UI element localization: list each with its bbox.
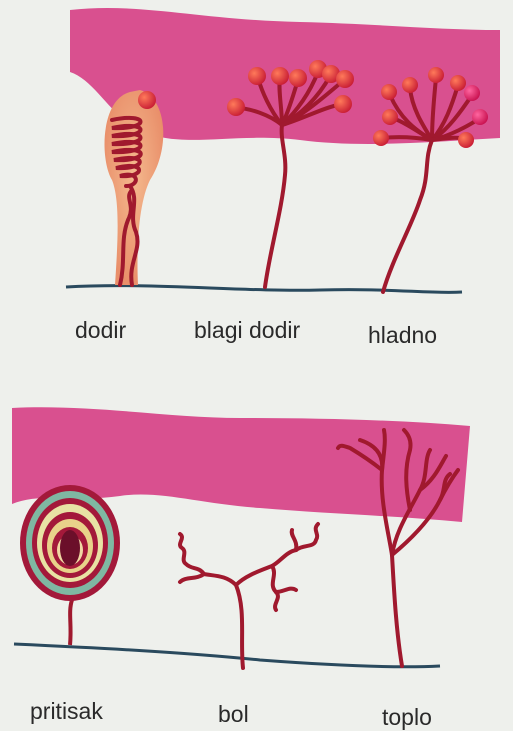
top-panel [66, 8, 500, 292]
pacinian-corpuscle [20, 485, 120, 645]
label-blagi-dodir: blagi dodir [194, 317, 300, 344]
meissner-corpuscle [105, 90, 164, 285]
label-toplo: toplo [382, 704, 432, 731]
label-pritisak: pritisak [30, 698, 103, 725]
bottom-panel [12, 407, 470, 668]
label-dodir: dodir [75, 317, 126, 344]
free-nerve-ending [180, 524, 318, 668]
label-bol: bol [218, 701, 249, 728]
bottom-ground-line [14, 644, 440, 667]
label-hladno: hladno [368, 322, 437, 349]
